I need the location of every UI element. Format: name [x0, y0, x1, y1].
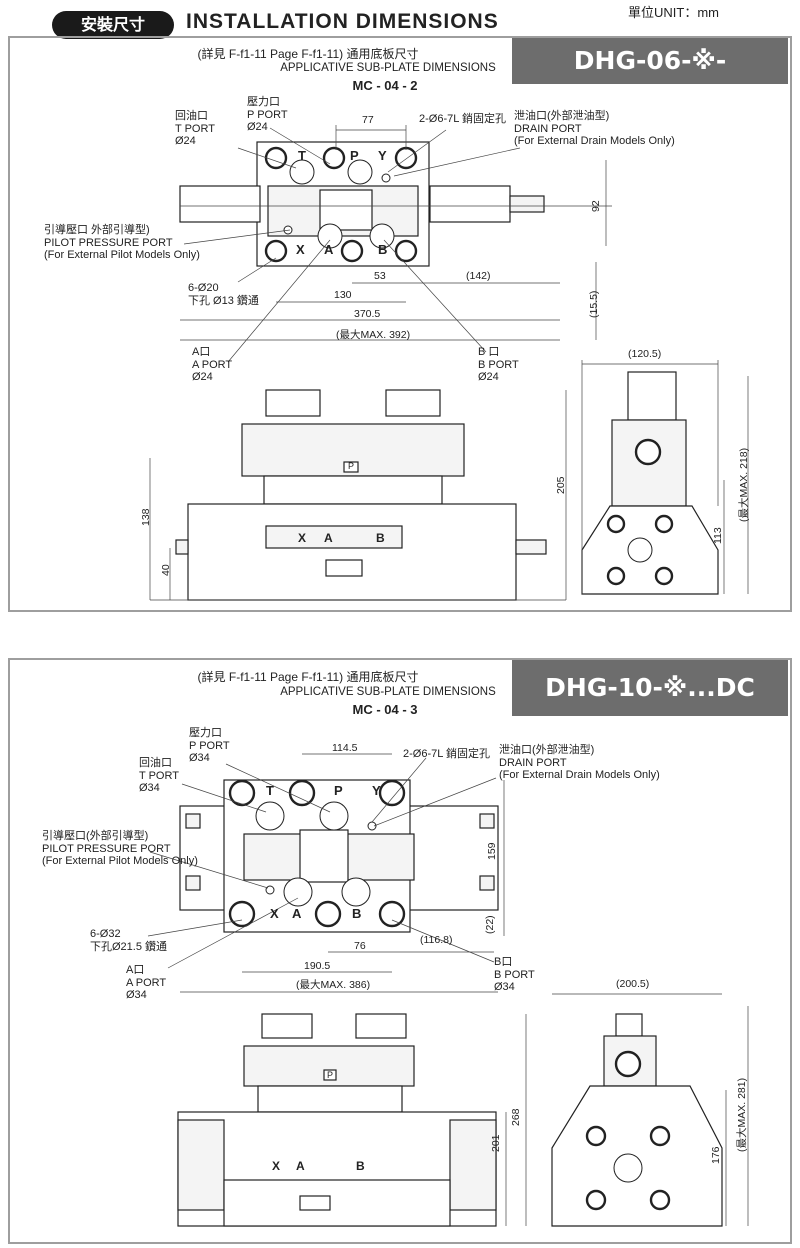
face-letter-y: Y: [378, 148, 387, 163]
drain-port-label-10: 泄油口(外部泄油型)DRAIN PORT(For External Drain …: [499, 744, 660, 781]
face10-letter-b: B: [352, 906, 362, 921]
dim-201: 201: [490, 1134, 502, 1152]
valve-plate-letter: P: [348, 461, 355, 471]
front10-letter-x: X: [272, 1159, 281, 1173]
face10-letter-t: T: [266, 783, 274, 798]
dim-159: 159: [486, 842, 498, 860]
face10-letter-y: Y: [372, 783, 381, 798]
dim-53: 53: [374, 270, 386, 282]
side-body-10: [551, 1085, 723, 1227]
left-solenoid-housing: [179, 185, 261, 223]
top-view-10: [147, 753, 505, 993]
subplate-reference-10: (詳見 F-f1-11 Page F-f1-11) 通用底板尺寸: [197, 670, 419, 684]
section-title-en: INSTALLATION DIMENSIONS: [186, 10, 499, 33]
drawing-dhg-06: [149, 125, 749, 601]
top-view-06: [179, 125, 612, 363]
side-view-06: [581, 360, 749, 595]
face10-letter-a: A: [292, 906, 302, 921]
subplate-code-10: MC - 04 - 3: [352, 702, 418, 717]
dim-268: 268: [510, 1108, 522, 1126]
model-badge-dhg-06: DHG-06-※-ABK...DC: [512, 38, 788, 121]
dim-max-392: (最大MAX. 392): [336, 329, 411, 341]
face-letter-a: A: [324, 242, 334, 257]
front10-letter-b: B: [356, 1159, 365, 1173]
face-letter-p: P: [350, 148, 359, 163]
front10-letter-a: A: [296, 1159, 305, 1173]
dim-22: (22): [484, 915, 496, 934]
dim-116-8: (116.8): [420, 934, 453, 946]
side-view-10: [551, 993, 749, 1227]
front-letter-x: X: [298, 531, 307, 545]
dim-200-5: (200.5): [616, 978, 650, 990]
pilot-center-block: [319, 189, 373, 231]
face-letter-t: T: [298, 148, 306, 163]
dim-130: 130: [334, 289, 352, 301]
drain-port-label-06: 泄油口(外部泄油型)DRAIN PORT(For External Drain …: [514, 110, 675, 147]
subplate-title-10: APPLICATIVE SUB-PLATE DIMENSIONS: [280, 686, 496, 698]
subplate-code: MC - 04 - 2: [352, 78, 418, 93]
pin-hole-label-10: 2-Ø6-7L 銷固定孔: [403, 748, 491, 760]
front-view-10: [177, 1013, 527, 1227]
front-letter-a: A: [324, 531, 333, 545]
dim-120-5: (120.5): [628, 348, 662, 360]
dim-max-281: (最大MAX. 281): [736, 1077, 748, 1152]
subplate-reference: (詳見 F-f1-11 Page F-f1-11) 通用底板尺寸: [197, 47, 419, 61]
dim-190-5: 190.5: [304, 960, 331, 972]
dim-max-386: (最大MAX. 386): [296, 979, 371, 991]
panel-dhg-06: [8, 36, 792, 612]
dim-77: 77: [362, 114, 374, 126]
pin-hole-label-06: 2-Ø6-7L 銷固定孔: [419, 113, 507, 125]
face10-letter-p: P: [334, 783, 343, 798]
dim-114-5: 114.5: [332, 742, 358, 754]
face-letter-b: B: [378, 242, 388, 257]
face10-letter-x: X: [270, 906, 279, 921]
model-badge-dhg-10: DHG-10-※...DC: [512, 660, 788, 716]
pilot-port-label-06: 引導壓口 外部引導型)PILOT PRESSURE PORT(For Exter…: [44, 224, 200, 261]
face-letter-x: X: [296, 242, 305, 257]
dim-176: 176: [710, 1146, 722, 1164]
pilot-port-label-10: 引導壓口(外部引導型)PILOT PRESSURE PORT(For Exter…: [42, 830, 198, 867]
front-letter-b: B: [376, 531, 385, 545]
subplate-title: APPLICATIVE SUB-PLATE DIMENSIONS: [280, 62, 496, 74]
section-title-zh: 安裝尺寸: [52, 11, 174, 39]
front-view-06: [149, 389, 567, 601]
right-solenoid-housing: [429, 185, 511, 223]
dim-142: (142): [466, 270, 491, 282]
valve10-plate-letter: P: [327, 1070, 334, 1080]
unit-label: 單位UNIT：mm: [628, 5, 719, 20]
dim-370-5: 370.5: [354, 308, 381, 320]
manual-override-right: [509, 195, 545, 213]
panel-dhg-10: [8, 658, 792, 1244]
dim-76: 76: [354, 940, 366, 952]
